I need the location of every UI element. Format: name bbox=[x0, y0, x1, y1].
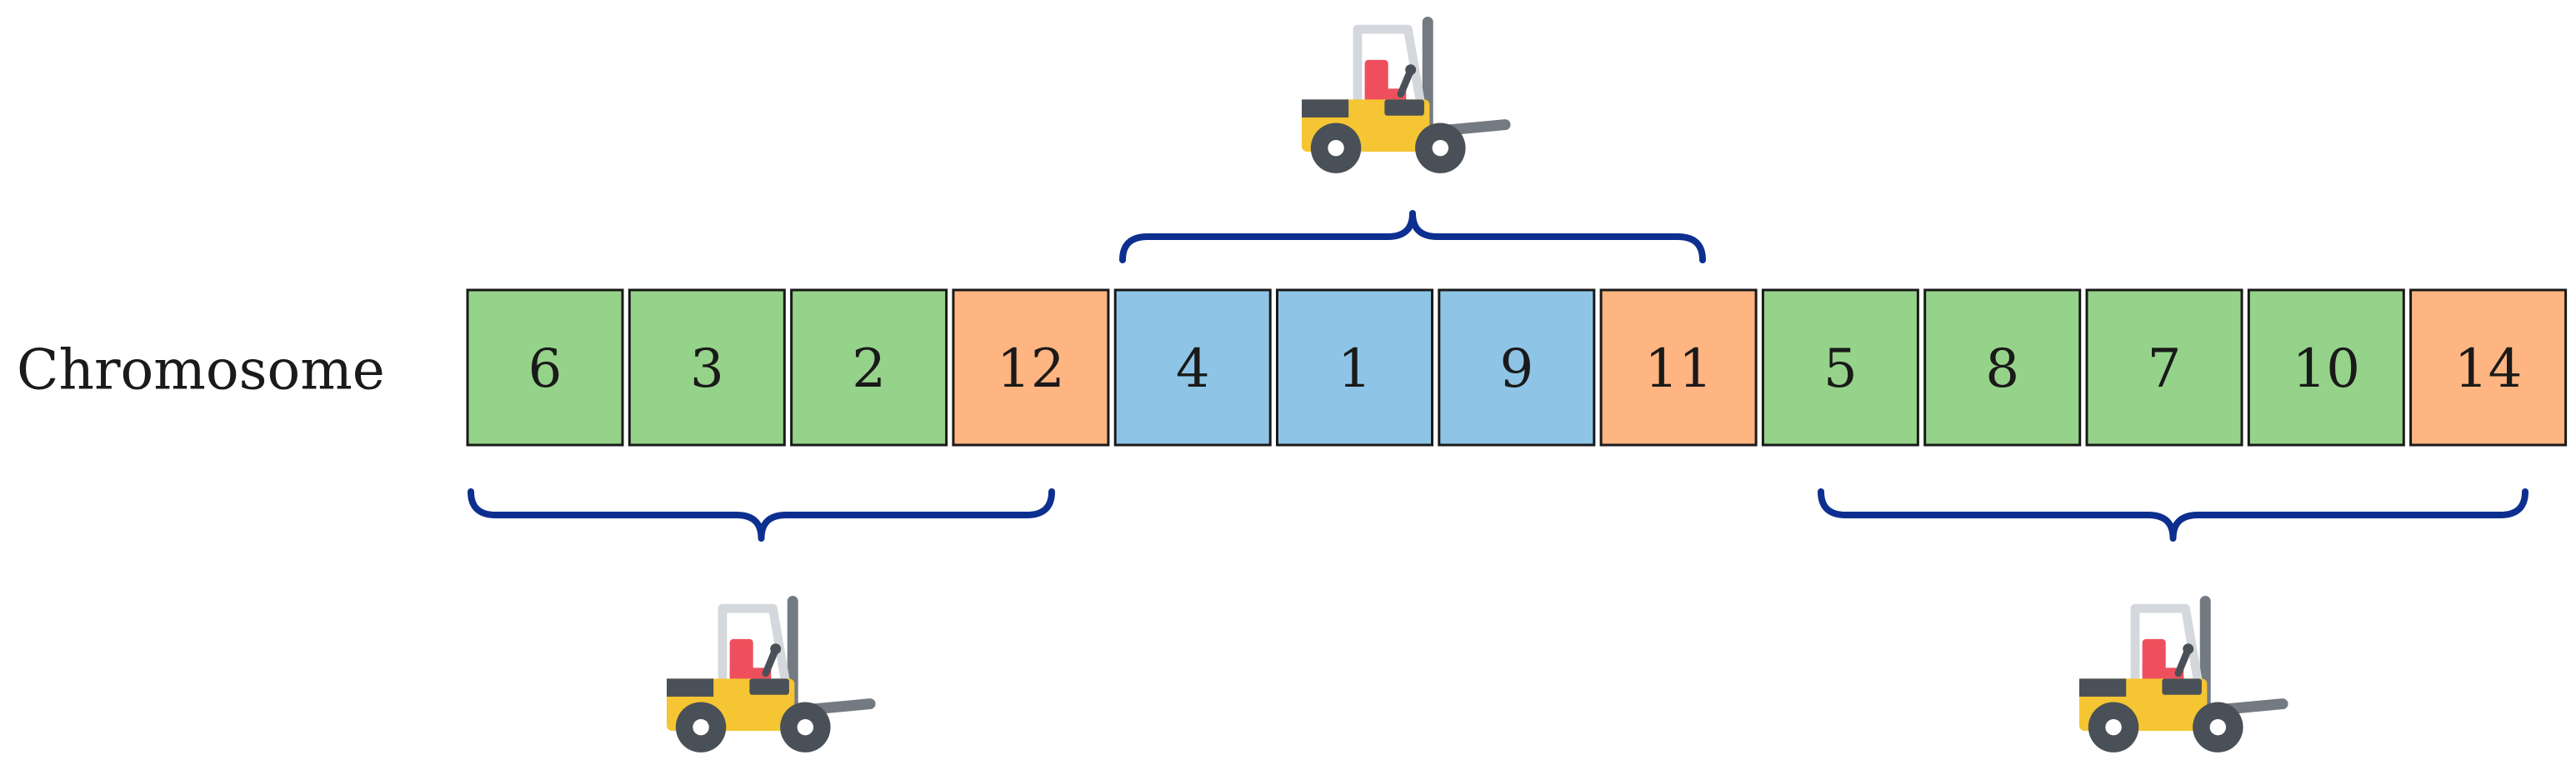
vehicle-braces bbox=[468, 210, 2528, 542]
gene-value: 1 bbox=[1338, 338, 1372, 400]
gene-box bbox=[628, 288, 786, 447]
gene-value: 9 bbox=[1499, 338, 1533, 400]
gene-box bbox=[466, 288, 624, 447]
forklift-icon bbox=[1302, 17, 1505, 173]
gene-value: 8 bbox=[1985, 338, 2019, 400]
gene-box bbox=[952, 288, 1110, 447]
gene-cell: 6 bbox=[466, 288, 624, 447]
vehicle-brace bbox=[468, 488, 1055, 542]
gene-value: 4 bbox=[1176, 338, 1210, 400]
gene-cell: 12 bbox=[952, 288, 1110, 447]
gene-cell: 1 bbox=[1276, 288, 1433, 447]
gene-value: 2 bbox=[852, 338, 886, 400]
gene-box bbox=[1113, 288, 1272, 447]
gene-value: 3 bbox=[690, 338, 724, 400]
gene-value: 12 bbox=[997, 338, 1064, 400]
gene-value: 7 bbox=[2148, 338, 2182, 400]
gene-cell: 8 bbox=[1923, 288, 2082, 447]
gene-box bbox=[1276, 288, 1433, 447]
gene-box bbox=[2247, 288, 2405, 447]
gene-cell: 2 bbox=[790, 288, 948, 447]
gene-cell: 3 bbox=[628, 288, 786, 447]
gene-cell: 14 bbox=[2409, 288, 2568, 447]
gene-value: 5 bbox=[1823, 338, 1858, 400]
gene-box bbox=[1923, 288, 2082, 447]
gene-cell: 5 bbox=[1761, 288, 1919, 447]
forklift-icon bbox=[667, 596, 870, 752]
gene-box bbox=[1761, 288, 1919, 447]
gene-box bbox=[2409, 288, 2568, 447]
gene-box bbox=[1599, 288, 1758, 447]
vehicle-brace bbox=[1818, 488, 2528, 542]
chromosome-label: Chromosome bbox=[17, 338, 385, 402]
gene-cell: 11 bbox=[1599, 288, 1758, 447]
gene-value: 6 bbox=[528, 338, 563, 400]
vehicle-brace bbox=[1119, 210, 1706, 263]
gene-box bbox=[2085, 288, 2243, 447]
forklift-icon bbox=[2079, 596, 2283, 752]
gene-value: 11 bbox=[1644, 338, 1712, 400]
gene-row: 6 3 2 12 4 1 9 11 5 8 7 10 14 bbox=[466, 288, 2568, 447]
gene-box bbox=[1438, 288, 1596, 447]
gene-cell: 10 bbox=[2247, 288, 2405, 447]
gene-value: 10 bbox=[2293, 338, 2360, 400]
gene-cell: 4 bbox=[1113, 288, 1272, 447]
gene-cell: 7 bbox=[2085, 288, 2243, 447]
gene-value: 14 bbox=[2454, 338, 2522, 400]
gene-cell: 9 bbox=[1438, 288, 1596, 447]
gene-box bbox=[790, 288, 948, 447]
